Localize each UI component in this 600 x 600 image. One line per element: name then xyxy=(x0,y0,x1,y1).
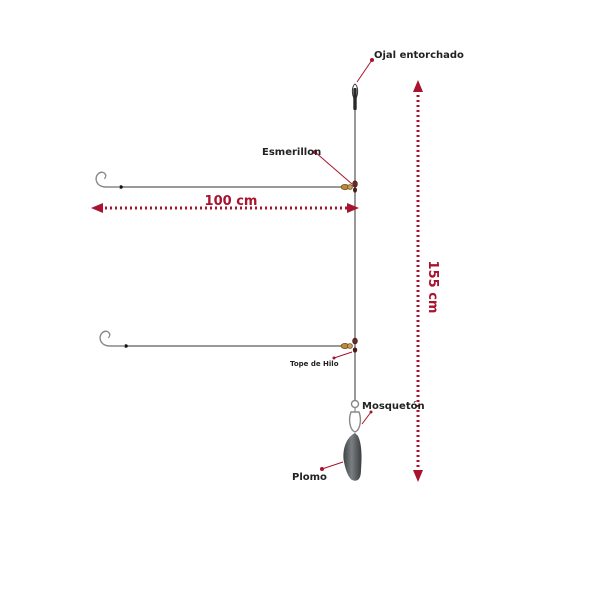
line-stop-label: Tope de Hilo xyxy=(290,360,339,368)
snap-icon xyxy=(348,399,362,433)
lower-swivel-icon xyxy=(340,337,358,353)
swivel-label: Esmerillon xyxy=(262,147,321,158)
leader-dots xyxy=(313,58,374,471)
total-length-label: 155 cm xyxy=(425,261,440,314)
lower-branch xyxy=(99,330,350,348)
lower-hook-icon xyxy=(99,330,125,347)
upper-branch xyxy=(95,171,350,189)
sinker-icon xyxy=(343,433,362,481)
branch-length-label: 100 cm xyxy=(205,194,258,209)
total-length-dimension xyxy=(413,80,423,482)
eyelet-label: Ojal entorchado xyxy=(374,50,464,61)
eyelet-loop xyxy=(351,83,359,110)
leader-lines xyxy=(314,59,373,470)
sinker-label: Plomo xyxy=(292,472,327,483)
upper-hook-icon xyxy=(95,171,120,188)
lower-bead xyxy=(124,344,128,348)
snap-label: Mosquetón xyxy=(362,400,425,412)
branch-length-dimension xyxy=(91,203,359,213)
upper-swivel-icon xyxy=(340,180,358,193)
upper-bead xyxy=(119,185,123,189)
